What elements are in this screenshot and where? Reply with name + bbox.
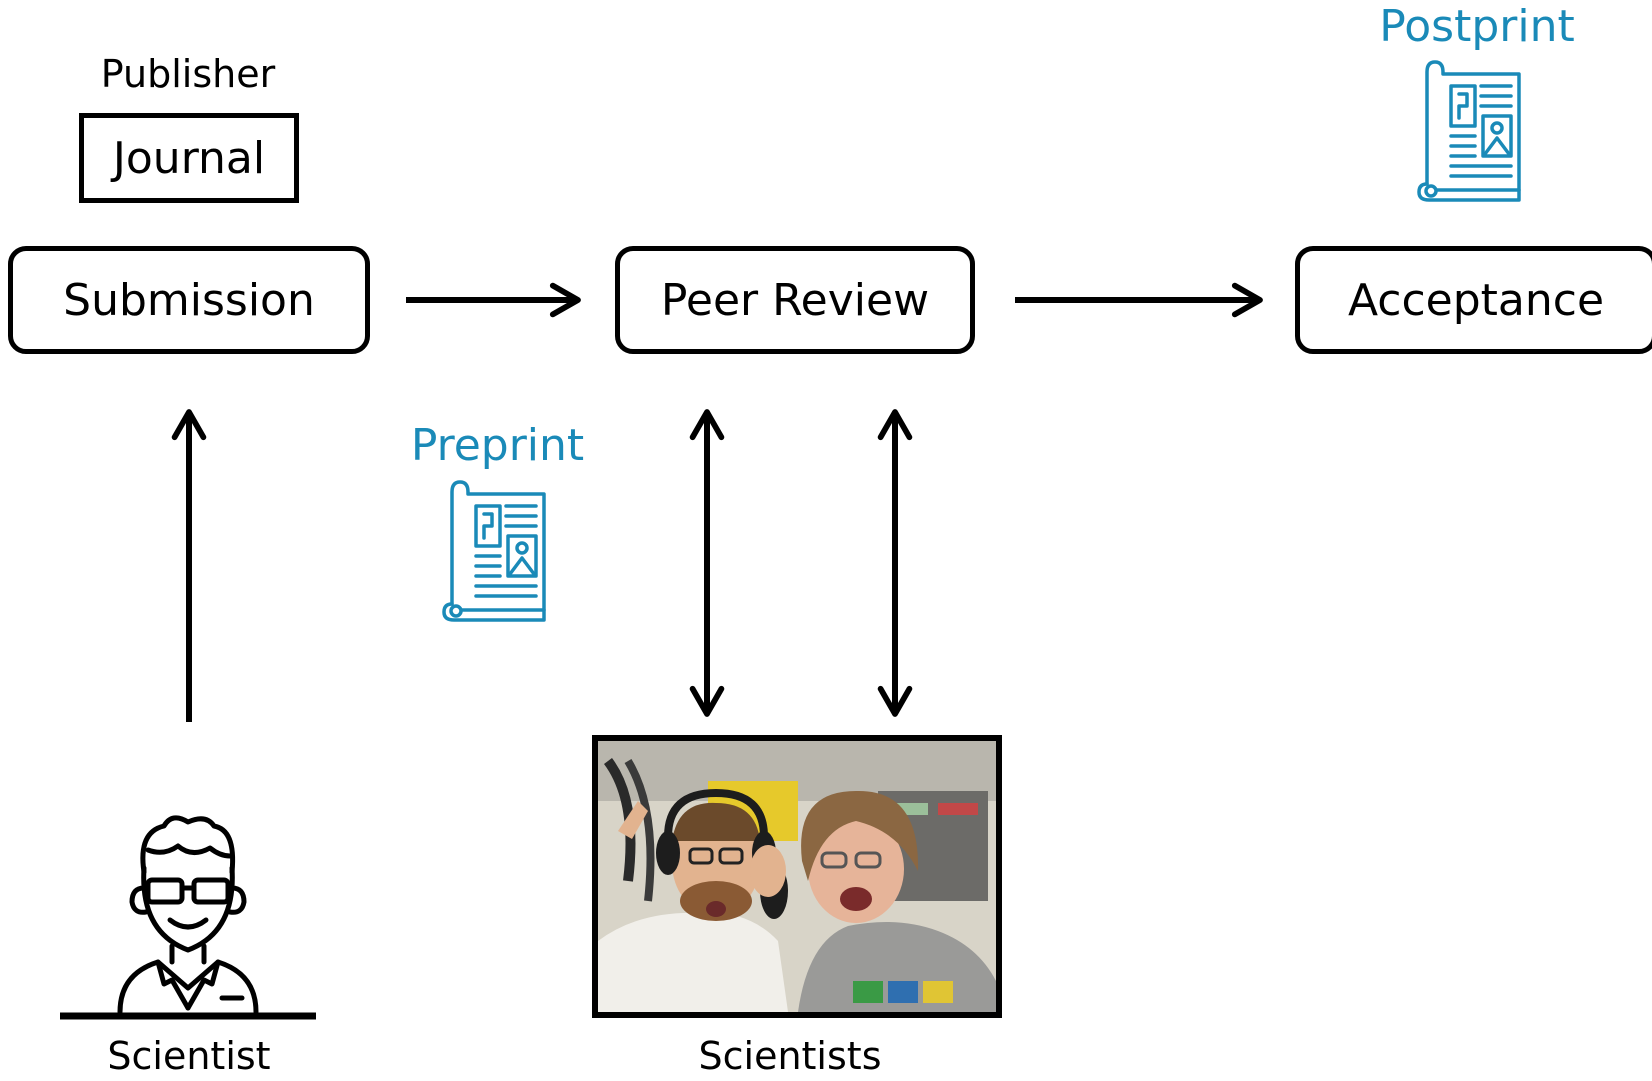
preprint-label: Preprint — [410, 420, 585, 471]
publisher-label: Publisher — [100, 52, 276, 96]
submission-label: Submission — [63, 274, 315, 326]
postprint-label: Postprint — [1379, 1, 1575, 52]
preprint-newspaper-icon — [442, 480, 546, 622]
scientists-photo-illustration — [598, 741, 996, 1012]
scientist-icon — [60, 815, 316, 1020]
scientist-label: Scientist — [107, 1034, 271, 1078]
scientists-label: Scientists — [698, 1034, 882, 1078]
scientists-photo — [592, 735, 1002, 1018]
journal-box: Journal — [79, 113, 299, 203]
postprint-newspaper-icon — [1417, 60, 1521, 202]
acceptance-box: Acceptance — [1295, 246, 1652, 354]
submission-box: Submission — [8, 246, 370, 354]
peer-review-box: Peer Review — [615, 246, 975, 354]
acceptance-label: Acceptance — [1347, 274, 1605, 326]
journal-label: Journal — [112, 132, 266, 184]
peer-review-label: Peer Review — [660, 274, 930, 326]
